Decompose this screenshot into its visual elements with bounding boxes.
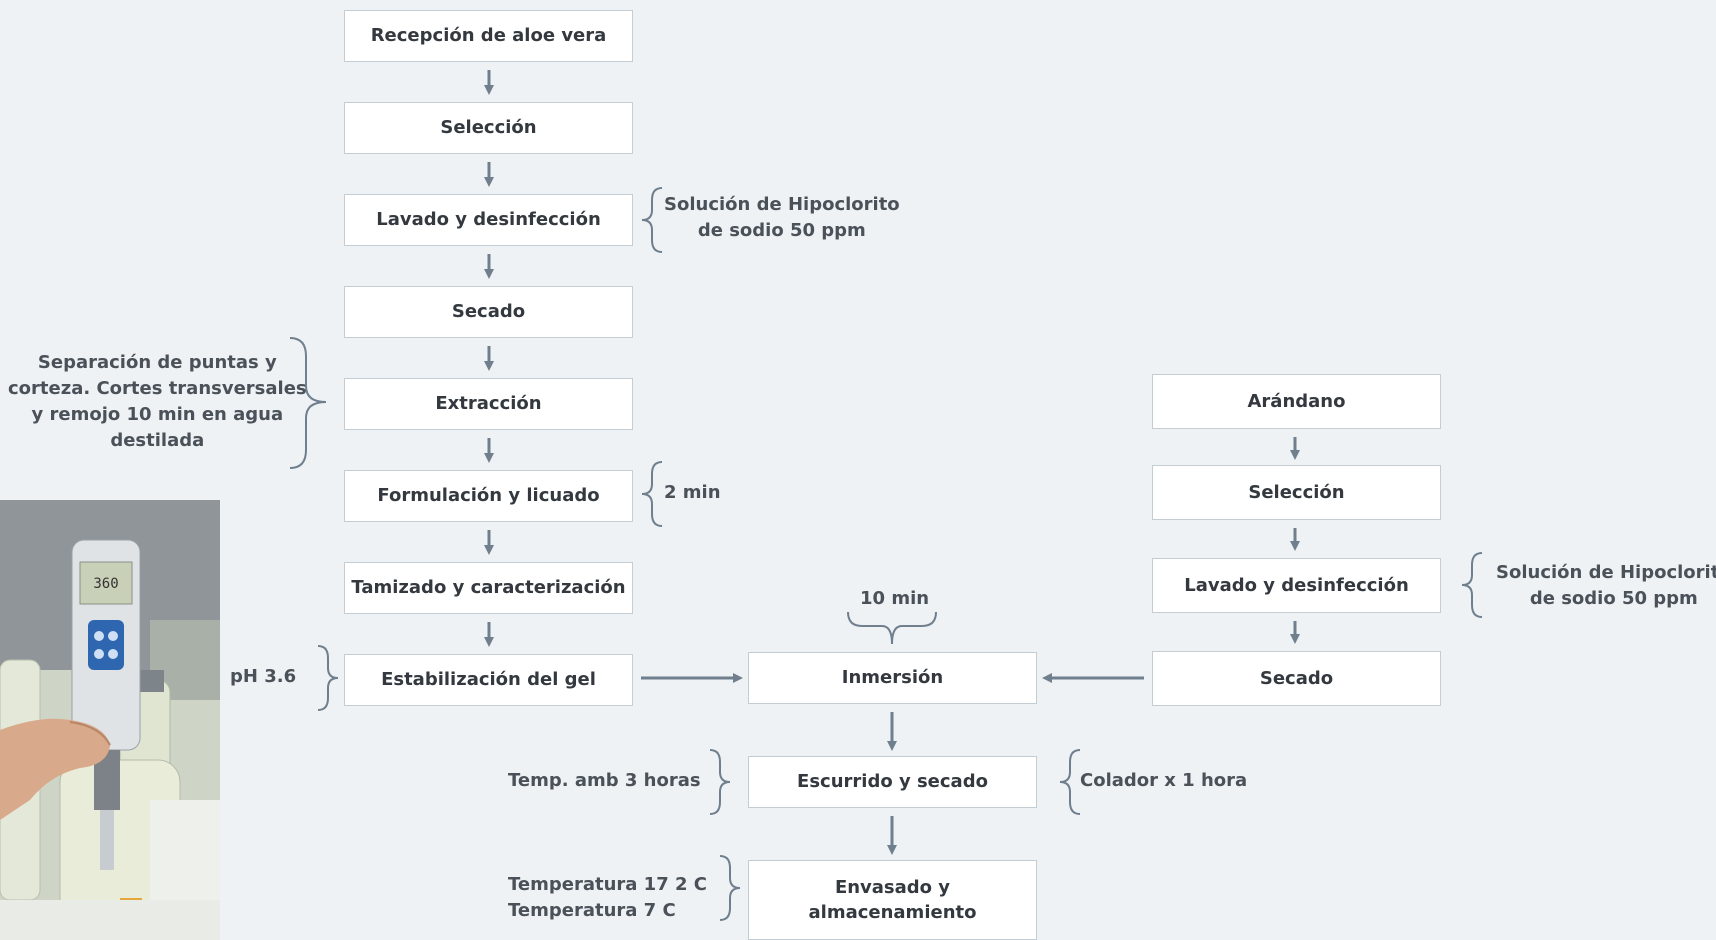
- step-seleccion-aloe: Selección: [344, 102, 633, 154]
- step-lavado-aloe: Lavado y desinfección: [344, 194, 633, 246]
- step-envasado: Envasado y almacenamiento: [748, 860, 1037, 940]
- step-secado-arandano: Secado: [1152, 651, 1441, 706]
- note-formulacion: 2 min: [664, 482, 721, 503]
- step-arandano: Arándano: [1152, 374, 1441, 429]
- step-formulacion: Formulación y licuado: [344, 470, 633, 522]
- step-secado-aloe: Secado: [344, 286, 633, 338]
- step-extraccion: Extracción: [344, 378, 633, 430]
- step-escurrido: Escurrido y secado: [748, 756, 1037, 808]
- meter-reading: 360: [93, 576, 118, 592]
- note-lavado-left: Solución de Hipoclorito de sodio 50 ppm: [664, 194, 900, 242]
- note-temp-amb: Temp. amb 3 horas: [508, 770, 701, 791]
- note-extraccion: Separación de puntas y corteza. Cortes t…: [8, 352, 307, 452]
- note-temperaturas: Temperatura 17 2 C Temperatura 7 C: [508, 874, 707, 922]
- note-lavado-right: Solución de Hipoclorito de sodio 50 ppm: [1496, 562, 1716, 610]
- note-colador: Colador x 1 hora: [1080, 770, 1248, 791]
- step-lavado-arandano: Lavado y desinfección: [1152, 558, 1441, 613]
- step-inmersion: Inmersión: [748, 652, 1037, 704]
- step-recepcion: Recepción de aloe vera: [344, 10, 633, 62]
- step-tamizado: Tamizado y caracterización: [344, 562, 633, 614]
- step-seleccion-arandano: Selección: [1152, 465, 1441, 520]
- note-ph: pH 3.6: [230, 666, 297, 687]
- braces: [289, 187, 1483, 921]
- step-estabilizacion: Estabilización del gel: [344, 654, 633, 706]
- ph-meter-photo: 360: [0, 500, 220, 940]
- note-inmersion-time: 10 min: [860, 588, 930, 609]
